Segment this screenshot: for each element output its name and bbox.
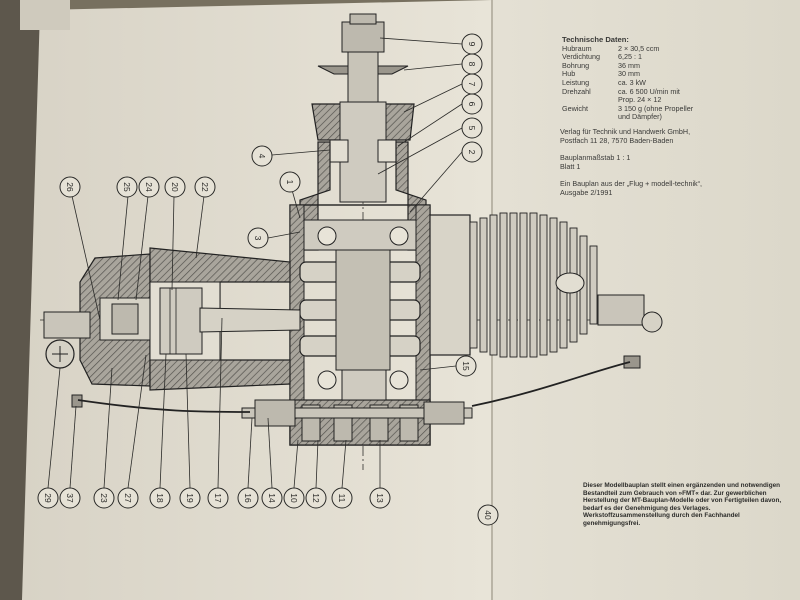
technical-data-title: Technische Daten:: [562, 35, 629, 44]
callout-19: 19: [185, 493, 195, 503]
plan-scale: Bauplanmaßstab 1 : 1: [560, 153, 631, 163]
callout-16: 16: [243, 493, 253, 503]
callout-6: 6: [467, 102, 477, 107]
callout-26: 26: [65, 182, 75, 192]
callout-9: 9: [467, 42, 477, 47]
spec-row: Prop. 24 × 12: [618, 95, 662, 105]
publisher-name: Verlag für Technik und Handwerk GmbH,: [560, 127, 691, 136]
callout-14: 14: [267, 493, 277, 503]
callout-17: 17: [213, 493, 223, 503]
spec-row: und Dämpfer): [618, 112, 662, 122]
callout-12: 12: [311, 493, 321, 503]
right-page: [492, 0, 800, 600]
callout-37: 37: [65, 493, 75, 503]
callout-18: 18: [155, 493, 165, 503]
callout-7: 7: [467, 82, 477, 87]
callout-15: 15: [461, 361, 471, 371]
callout-25: 25: [122, 182, 132, 192]
callout-22: 22: [200, 182, 210, 192]
callout-27: 27: [123, 493, 133, 503]
callout-23: 23: [99, 493, 109, 503]
callout-13: 13: [375, 493, 385, 503]
plan-source: Ein Bauplan aus der „Flug + modell-techn…: [560, 179, 703, 189]
publisher-block: Verlag für Technik und Handwerk GmbH, Po…: [560, 127, 760, 198]
callout-40: 40: [483, 510, 493, 520]
callout-11: 11: [337, 494, 347, 503]
callout-8: 8: [467, 62, 477, 67]
copyright-notice: Dieser Modellbauplan stellt einen ergänz…: [583, 482, 782, 527]
callout-10: 10: [289, 493, 299, 503]
publisher-address: Postfach 11 28, 7570 Baden-Baden: [560, 135, 674, 145]
callout-2: 2: [467, 150, 477, 155]
callout-4: 4: [257, 154, 267, 159]
callout-20: 20: [170, 182, 180, 192]
callout-24: 24: [144, 182, 154, 192]
callout-29: 29: [43, 493, 53, 503]
sheet-number: Blatt 1: [560, 161, 581, 171]
callout-3: 3: [253, 236, 263, 241]
plan-issue: Ausgabe 2/1991: [560, 187, 613, 197]
callout-5: 5: [467, 126, 477, 131]
callout-1: 1: [285, 180, 295, 185]
